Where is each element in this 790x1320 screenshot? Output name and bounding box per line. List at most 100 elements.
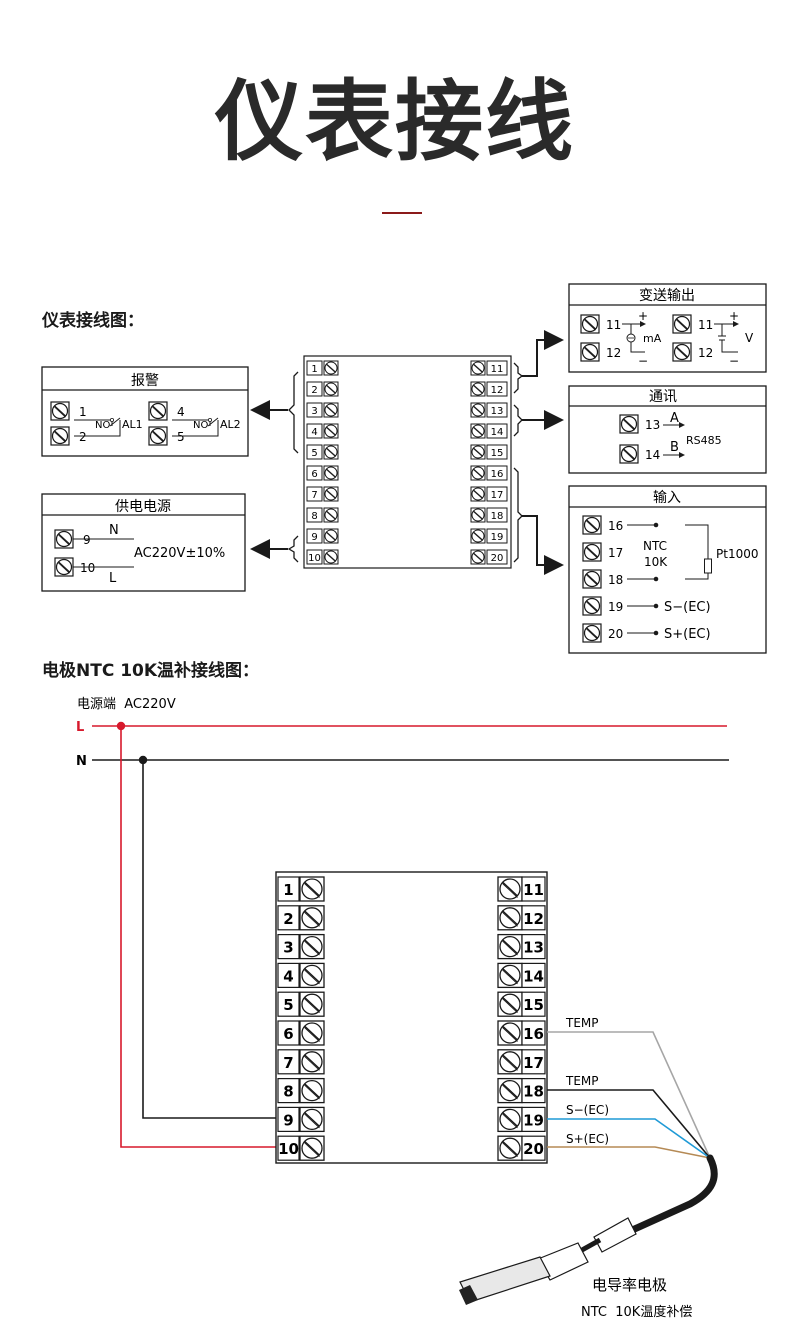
big-terminal-label: 9 <box>283 1111 293 1129</box>
comm-proto: RS485 <box>686 434 722 447</box>
big-terminal-18: 18 <box>497 1077 546 1104</box>
big-terminal-12: 12 <box>497 905 546 931</box>
input-t18: 18 <box>608 573 623 587</box>
alarm-no1: NO <box>95 420 110 431</box>
terminal-19: 19 <box>470 528 508 544</box>
big-terminal-19: 19 <box>497 1106 546 1133</box>
big-terminal-14: 14 <box>497 962 546 989</box>
terminal-16: 16 <box>470 465 508 481</box>
terminal-3: 3 <box>306 402 339 418</box>
ec-minus-label: S−(EC) <box>566 1103 609 1117</box>
big-terminal-label: 7 <box>283 1054 293 1072</box>
terminal-label: 6 <box>311 469 317 480</box>
terminal-15: 15 <box>470 444 508 460</box>
power-l: L <box>109 571 117 586</box>
supply-label: 电源端 AC220V <box>77 697 176 712</box>
terminal-12: 12 <box>470 381 508 397</box>
big-terminal-4: 4 <box>277 962 325 989</box>
power-t9: 9 <box>83 533 91 547</box>
comm-b: B <box>670 440 679 455</box>
temp-label-2: TEMP <box>565 1074 599 1088</box>
terminal-label: 14 <box>491 427 504 438</box>
power-voltage: AC220V±10% <box>134 546 225 561</box>
big-terminal-13: 13 <box>497 933 546 960</box>
terminal-8: 8 <box>306 507 339 523</box>
ec-plus-label: S+(EC) <box>566 1132 609 1146</box>
page-title: 仪表接线 <box>214 70 575 173</box>
terminal-2: 2 <box>306 381 339 397</box>
input-splus: S+(EC) <box>664 627 711 642</box>
terminal-18: 18 <box>470 507 508 523</box>
input-title: 输入 <box>653 490 681 506</box>
power-title: 供电电源 <box>115 499 171 515</box>
big-terminal-8: 8 <box>277 1077 325 1104</box>
transmit-plus-a: + <box>638 309 648 323</box>
transmit-t11a: 11 <box>606 318 621 332</box>
big-terminal-label: 6 <box>283 1025 293 1043</box>
alarm-title: 报警 <box>131 373 159 389</box>
alarm-t4: 4 <box>177 405 185 419</box>
comm-title: 通讯 <box>649 389 677 405</box>
big-terminal-label: 18 <box>523 1083 544 1101</box>
terminal-label: 10 <box>308 553 321 564</box>
wire-n-to-9 <box>142 760 278 1119</box>
alarm-box: 报警 1 2 4 5 NO AL1 NO AL2 <box>41 366 249 457</box>
big-terminal-7: 7 <box>277 1049 325 1075</box>
wire-l-to-10 <box>120 726 278 1148</box>
alarm-t5: 5 <box>177 430 185 444</box>
big-terminal-label: 12 <box>523 910 544 928</box>
communication-box: 通讯 13 14 A B RS485 <box>568 385 767 474</box>
wire-ec-plus-20 <box>547 1146 711 1159</box>
terminal-label: 7 <box>311 490 317 501</box>
terminal-label: 15 <box>491 448 504 459</box>
terminal-7: 7 <box>306 486 339 502</box>
terminal-label: 17 <box>491 490 504 501</box>
big-terminal-label: 2 <box>283 910 293 928</box>
terminal-1: 1 <box>306 360 339 376</box>
input-t19: 19 <box>608 600 623 614</box>
big-terminal-label: 13 <box>523 939 544 957</box>
terminal-17: 17 <box>470 486 508 502</box>
input-t16: 16 <box>608 519 623 533</box>
alarm-no2: NO <box>193 420 208 431</box>
input-t17: 17 <box>608 546 623 560</box>
big-terminal-label: 20 <box>523 1140 544 1158</box>
big-terminal-6: 6 <box>277 1020 325 1046</box>
big-terminal-label: 1 <box>283 881 293 899</box>
terminal-4: 4 <box>306 423 339 439</box>
big-terminal-20: 20 <box>497 1135 546 1161</box>
terminal-label: 5 <box>311 448 317 459</box>
transmit-title: 变送输出 <box>639 288 695 304</box>
terminal-label: 11 <box>491 364 504 375</box>
big-terminal-5: 5 <box>277 991 325 1017</box>
terminal-5: 5 <box>306 444 339 460</box>
big-terminal-label: 5 <box>283 996 293 1014</box>
transmit-minus-b: − <box>729 354 739 368</box>
terminal-11: 11 <box>470 360 508 376</box>
probe-desc: NTC 10K温度补偿 <box>581 1304 692 1320</box>
terminal-14: 14 <box>470 423 508 439</box>
big-terminal-label: 17 <box>523 1054 544 1072</box>
big-terminal-column-left: 1 2 3 4 5 6 7 8 9 10 <box>277 876 325 1161</box>
power-n: N <box>109 523 119 538</box>
title-underline <box>382 212 422 214</box>
terminal-label: 4 <box>311 427 317 438</box>
terminal-label: 8 <box>311 511 317 522</box>
conductivity-electrode <box>459 1154 718 1305</box>
transmit-v: V <box>745 331 754 345</box>
big-terminal-label: 3 <box>283 939 293 957</box>
big-terminal-2: 2 <box>277 905 325 931</box>
alarm-t1: 1 <box>79 405 87 419</box>
big-terminal-label: 8 <box>283 1083 293 1101</box>
big-terminal-10: 10 <box>277 1135 325 1161</box>
alarm-al1: AL1 <box>122 418 143 431</box>
alarm-t2: 2 <box>79 430 87 444</box>
big-terminal-label: 4 <box>283 967 293 985</box>
terminal-label: 12 <box>491 385 504 396</box>
transmit-plus-b: + <box>729 309 739 323</box>
transmit-minus-a: − <box>638 354 648 368</box>
section2-heading: 电极NTC 10K温补接线图： <box>42 661 260 681</box>
